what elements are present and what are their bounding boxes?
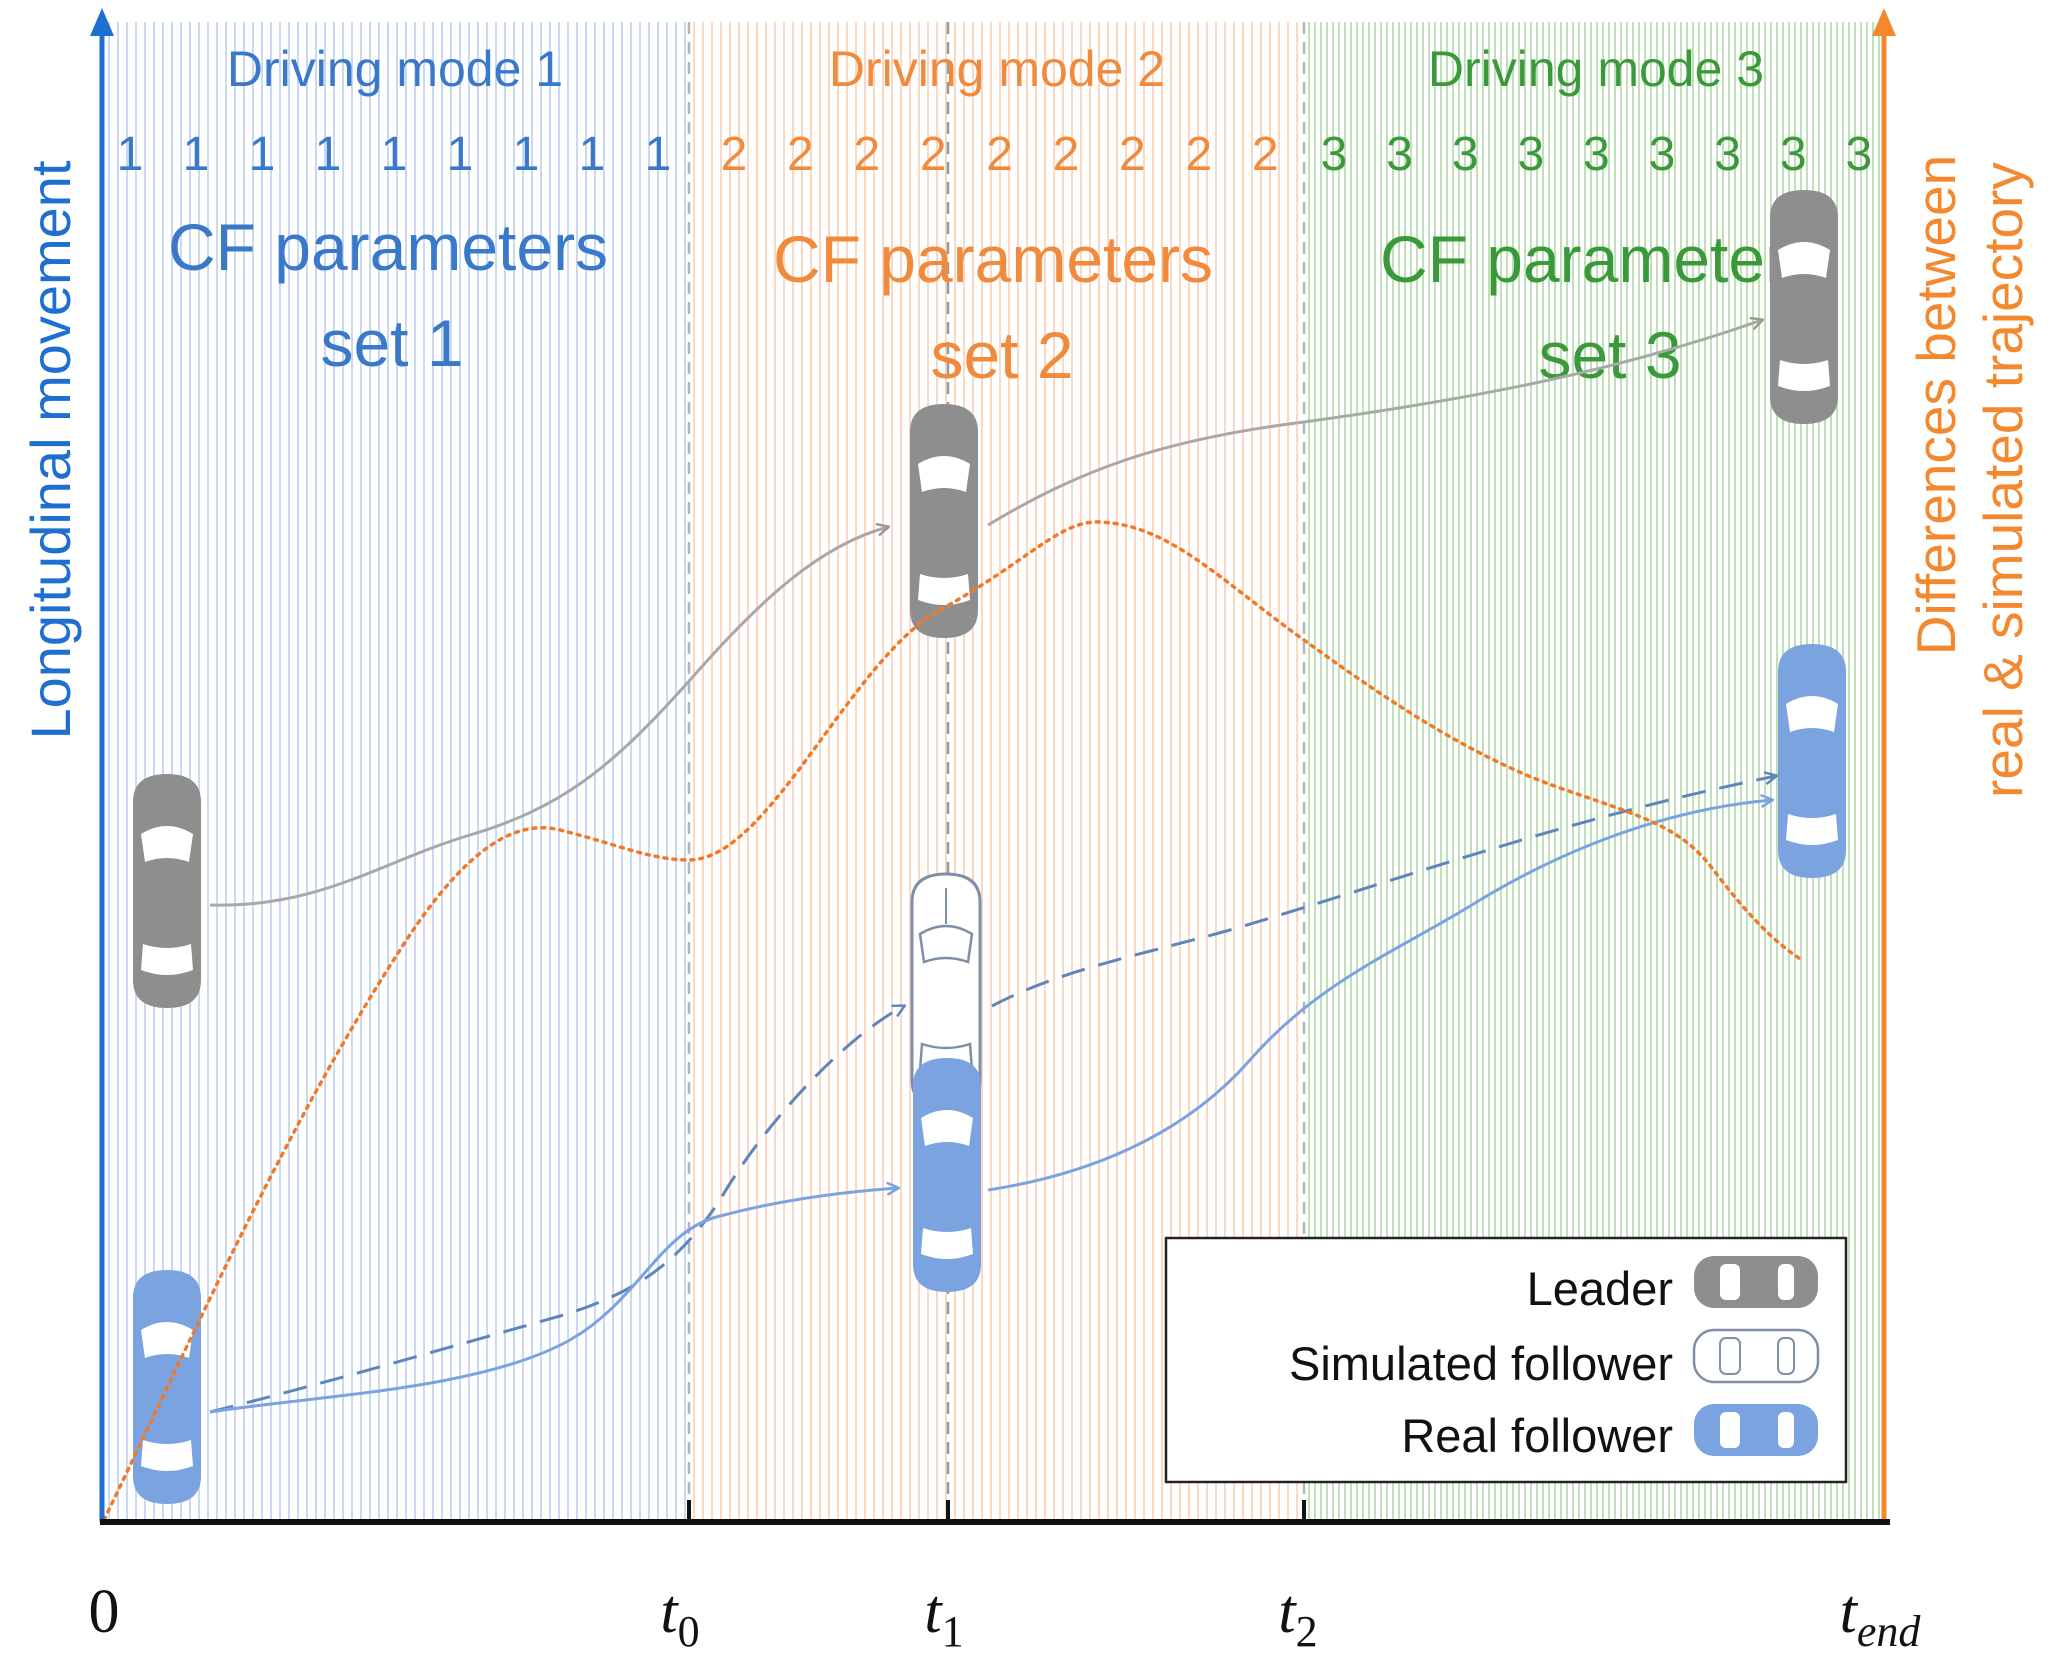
mode2-digit: 2	[853, 128, 880, 181]
real-car-icon	[1694, 1404, 1818, 1456]
right-axis-label-line1: Differences between	[1905, 155, 1967, 655]
simulated-car-icon	[1692, 1328, 1820, 1384]
right-axis-label-line2: real & simulated trajectory	[1972, 162, 2034, 798]
mode2-params-line2: set 2	[930, 318, 1073, 392]
mode2-params-line1: CF parameters	[773, 222, 1213, 296]
mode3-digit: 3	[1386, 128, 1413, 181]
left-axis-label: Longitudinal movement	[19, 160, 82, 739]
mode3-title: Driving mode 3	[1428, 41, 1764, 97]
mode2-digit: 2	[1185, 128, 1212, 181]
mode2-digit: 2	[1119, 128, 1146, 181]
legend-label-real: Real follower	[1401, 1409, 1673, 1462]
leader-trajectory-2	[987, 320, 1762, 527]
mode1-digit: 1	[381, 128, 408, 181]
mode1-params-line1: CF parameters	[168, 210, 608, 284]
real-car-t1	[913, 1058, 981, 1292]
mode2-digit: 2	[1053, 128, 1080, 181]
simulated-trajectory-2	[991, 776, 1776, 1008]
time-ticks	[687, 1500, 1306, 1522]
real-trajectory-2	[987, 800, 1772, 1192]
mode1-digit: 1	[249, 128, 276, 181]
leader-car-start	[133, 774, 201, 1008]
legend-label-simulated: Simulated follower	[1289, 1337, 1673, 1390]
mode1-digit: 1	[117, 128, 144, 181]
mode3-params-line2: set 3	[1538, 318, 1681, 392]
mode3-params-line1: CF parameters	[1380, 222, 1820, 296]
mode1-digit: 1	[447, 128, 474, 181]
real-car-start	[133, 1270, 201, 1504]
mode1-digit: 1	[513, 128, 540, 181]
mode1-params-line2: set 1	[320, 306, 463, 380]
leader-car-icon	[1694, 1256, 1818, 1308]
mode2-digit: 2	[920, 128, 947, 181]
leader-trajectory	[209, 527, 888, 907]
mode3-digit: 3	[1583, 128, 1610, 181]
real-trajectory	[209, 1188, 898, 1414]
mode1-digit: 1	[645, 128, 672, 181]
mode1-digit: 1	[579, 128, 606, 181]
mode1-digit: 1	[315, 128, 342, 181]
legend: Leader Simulated follower Real follower	[1164, 1236, 1848, 1484]
left-axis-arrowhead	[90, 8, 114, 36]
mode3-digit: 3	[1321, 128, 1348, 181]
mode3-digit: 3	[1845, 128, 1872, 181]
right-axis-arrowhead	[1872, 8, 1896, 36]
difference-curve	[102, 520, 1804, 1522]
real-car-end	[1778, 644, 1846, 878]
mode2-digit: 2	[986, 128, 1013, 181]
mode3-digit: 3	[1780, 128, 1807, 181]
mode2-title: Driving mode 2	[829, 41, 1165, 97]
mode3-digit: 3	[1452, 128, 1479, 181]
mode3-digit: 3	[1649, 128, 1676, 181]
tick-label-t2: t2	[1278, 1578, 1317, 1656]
tick-label-t1: t1	[924, 1578, 963, 1656]
tick-label-tend: tend	[1840, 1578, 1922, 1656]
mode1-title: Driving mode 1	[227, 41, 563, 97]
mode2-digit: 2	[787, 128, 814, 181]
mode2-digit: 2	[1252, 128, 1279, 181]
mode1-digit: 1	[183, 128, 210, 181]
leader-car-end	[1770, 190, 1838, 424]
tick-label-t0: t0	[660, 1578, 699, 1656]
mode1-background	[102, 22, 689, 1520]
tick-label-0: 0	[89, 1578, 120, 1646]
mode3-digit: 3	[1517, 128, 1544, 181]
legend-label-leader: Leader	[1527, 1262, 1673, 1315]
leader-car-t1	[910, 404, 978, 638]
mode3-digit: 3	[1714, 128, 1741, 181]
mode2-digit: 2	[721, 128, 748, 181]
simulated-trajectory	[209, 1006, 904, 1414]
